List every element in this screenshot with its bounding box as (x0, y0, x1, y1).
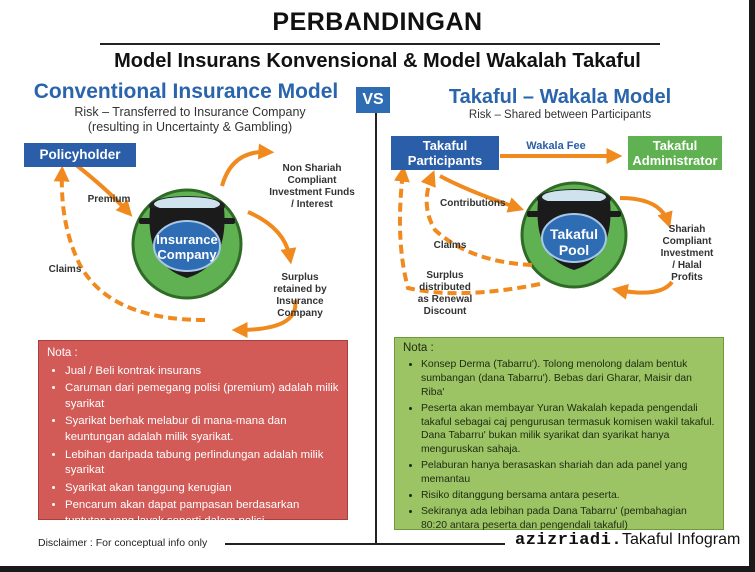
left-surplus-line: Company (277, 308, 323, 319)
claims-arrow-icon (420, 170, 533, 267)
shariah-label: Shariah Compliant Investment / Halal Pro… (652, 224, 722, 284)
shariah-line: / Halal (672, 260, 702, 271)
shariah-line: Investment (660, 248, 714, 259)
left-claims-label: Claims (48, 264, 82, 275)
claims-arrow-icon (53, 165, 206, 322)
list-item: Syarikat berhak melabur di mana-mana dan… (65, 414, 339, 445)
administrator-line2: Administrator (632, 153, 718, 168)
contributions-arrow-icon (439, 174, 525, 213)
policyholder-box: Policyholder (24, 143, 136, 167)
administrator-line1: Takaful (652, 138, 698, 153)
left-surplus-line: retained by (273, 284, 327, 295)
right-surplus-line: Surplus (426, 270, 464, 281)
list-item: Risiko ditanggung bersama antara peserta… (421, 489, 715, 503)
left-risk-line2: (resulting in Uncertainty & Gambling) (87, 120, 293, 134)
left-surplus-line: Insurance (276, 296, 324, 307)
left-risk-line1: Risk – Transferred to Insurance Company (74, 105, 306, 119)
surplus-arrow-icon (231, 299, 298, 338)
insurance-pot-line1: Insurance (156, 232, 218, 247)
right-surplus-line: as Renewal (417, 294, 473, 305)
takaful-pot-icon (520, 181, 628, 289)
left-surplus-line: Surplus (281, 272, 319, 283)
non-shariah-line: Non Shariah (282, 163, 342, 174)
right-dashed-arrows (393, 165, 541, 296)
title-underline (100, 43, 660, 45)
center-divider (375, 104, 377, 544)
shariah-line: Profits (671, 272, 703, 283)
investment-arrow-icon (220, 143, 275, 187)
insurance-pot-icon (131, 188, 243, 300)
list-item: Sekiranya ada lebihan pada Dana Tabarru'… (421, 505, 715, 533)
right-surplus-line: distributed (419, 282, 471, 293)
list-item: Pelaburan hanya berasaskan shariah dan a… (421, 459, 715, 487)
premium-arrow-icon (73, 162, 133, 217)
non-shariah-line: Investment Funds (269, 187, 355, 198)
non-shariah-line: / Interest (291, 199, 333, 210)
shariah-arrow-icon (619, 196, 673, 229)
left-nota-title: Nota : (47, 347, 78, 359)
premium-label: Premium (87, 194, 131, 205)
brand-suffix: Takaful Infogram (622, 531, 741, 548)
right-nota-title: Nota : (403, 342, 434, 354)
right-surplus-label: Surplus distributed as Renewal Discount (412, 270, 478, 318)
left-nota-list: Jual / Beli kontrak insurans Caruman dar… (47, 364, 339, 530)
wakala-fee-label: Wakala Fee (526, 140, 586, 152)
takaful-pot-label: Takaful Pool (544, 226, 604, 258)
left-surplus-label: Surplus retained by Insurance Company (260, 272, 340, 320)
list-item: Syarikat akan tanggung kerugian (65, 481, 339, 497)
vs-badge: VS (356, 87, 390, 113)
list-item: Konsep Derma (Tabarru'). Tolong menolong… (421, 358, 715, 400)
brand-signature: azizriadi.Takaful Infogram (515, 531, 740, 550)
list-item: Jual / Beli kontrak insurans (65, 364, 339, 380)
takaful-participants-box: Takaful Participants (391, 136, 499, 170)
list-item: Pencarum akan dapat pampasan berdasarkan… (65, 498, 339, 529)
list-item: Peserta akan membayar Yuran Wakalah kepa… (421, 402, 715, 458)
right-claims-label: Claims (433, 240, 467, 251)
shariah-line: Shariah (668, 224, 706, 235)
shariah-line: Compliant (662, 236, 712, 247)
list-item: Caruman dari pemegang polisi (premium) a… (65, 381, 339, 412)
return-arrow-icon (247, 210, 297, 265)
disclaimer-text: Disclaimer : For conceptual info only (38, 537, 208, 549)
left-flow-arrows (73, 143, 298, 338)
right-risk-text: Risk – Shared between Participants (468, 109, 652, 121)
participants-line1: Takaful (422, 138, 468, 153)
left-claims-arrow (53, 165, 206, 322)
non-shariah-line: Compliant (287, 175, 337, 186)
non-shariah-label: Non Shariah Compliant Investment Funds /… (262, 163, 362, 211)
participants-line2: Participants (407, 153, 483, 168)
right-flow-arrows (439, 148, 674, 300)
takaful-pot-line1: Takaful (550, 226, 598, 242)
insurance-pot-line2: Company (157, 247, 217, 262)
page-title: PERBANDINGAN (272, 8, 483, 36)
right-nota-list: Konsep Derma (Tabarru'). Tolong menolong… (403, 358, 715, 533)
right-model-heading: Takaful – Wakala Model (448, 86, 672, 108)
brand-name: azizriadi. (515, 531, 623, 550)
takaful-administrator-box: Takaful Administrator (628, 136, 722, 170)
right-surplus-line: Discount (423, 306, 467, 317)
left-model-heading: Conventional Insurance Model (33, 80, 339, 103)
footer-rule (225, 543, 505, 545)
left-nota-panel: Nota : Jual / Beli kontrak insurans Caru… (38, 340, 348, 527)
insurance-pot-label: Insurance Company (152, 232, 222, 262)
list-item: Lebihan daripada tabung perlindungan ada… (65, 448, 339, 479)
contributions-label: Contributions (440, 198, 506, 209)
right-nota-panel: Nota : Konsep Derma (Tabarru'). Tolong m… (394, 337, 724, 533)
profit-arrow-icon (611, 280, 674, 300)
surplus-arrow-icon (393, 165, 541, 296)
left-risk-text: Risk – Transferred to Insurance Company … (30, 105, 350, 135)
takaful-pot-line2: Pool (558, 242, 590, 258)
page-subtitle: Model Insurans Konvensional & Model Waka… (114, 50, 641, 72)
